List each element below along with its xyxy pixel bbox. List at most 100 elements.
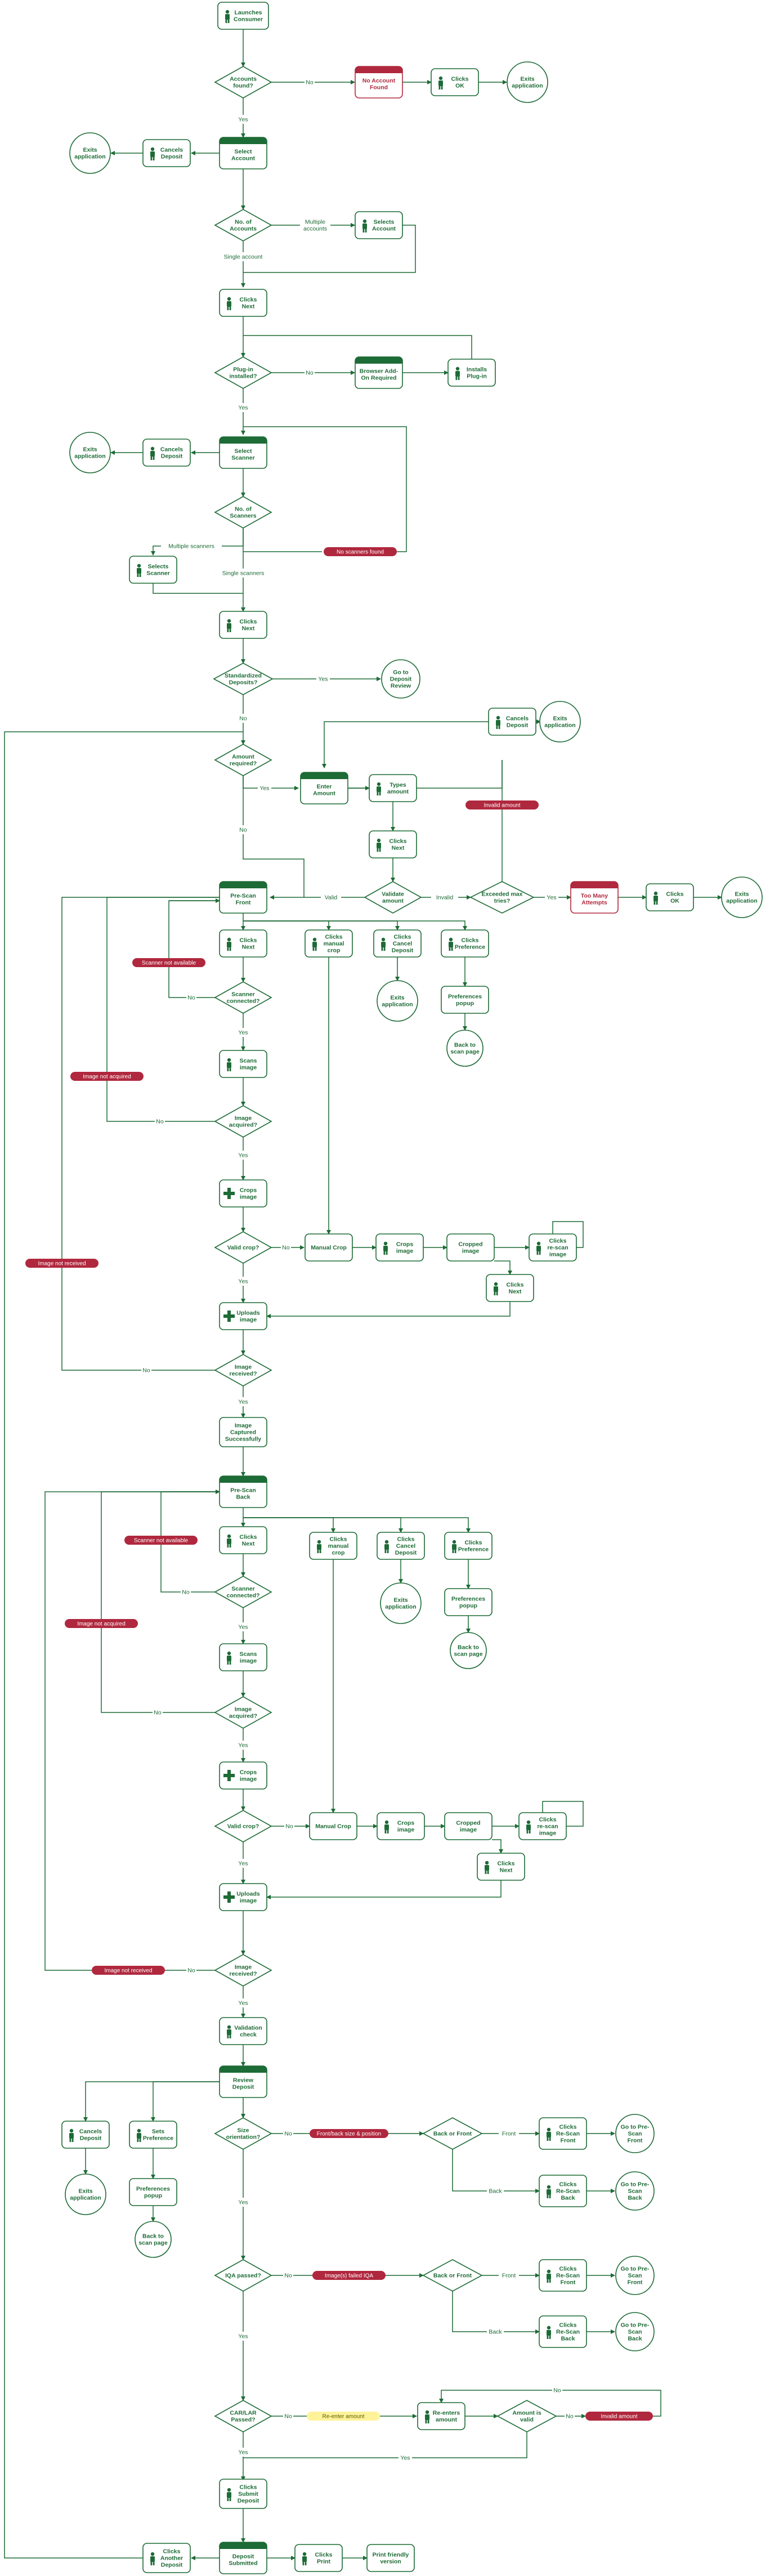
tag-text: Image(s) failed IQA [325, 2273, 373, 2279]
edge-label-no: No [283, 2271, 293, 2280]
node-label: Yes [547, 895, 556, 901]
connector [439, 2390, 661, 2417]
node-browser-addon: Browser Add-On Required [355, 356, 403, 389]
edge-label-no: No [283, 2412, 293, 2421]
edge-label-yes: Yes [236, 2332, 250, 2341]
tag-scanner-not-available-f: Scanner not available [132, 958, 205, 967]
connector [61, 897, 220, 1371]
decision-valid-crop-f: Valid crop? [214, 1231, 272, 1264]
connector [243, 1517, 471, 1533]
edge-label-yes: Yes [316, 674, 330, 683]
person-icon [449, 937, 453, 951]
node-label: Yes [400, 2455, 410, 2462]
node-label: Back or Front [433, 2131, 472, 2137]
node-label: Yes [238, 1030, 248, 1036]
node-label: No [284, 2413, 292, 2420]
edge-label-invalid: Invalid [431, 893, 458, 902]
person-icon [377, 838, 381, 852]
node-label: No [284, 2273, 292, 2279]
node-label: No [306, 370, 314, 377]
edge-label-no: No [305, 368, 315, 377]
edge-label-yes: Yes [236, 2198, 250, 2207]
plus-cross-icon [223, 1770, 235, 1781]
edge-label-yes: Yes [236, 1622, 250, 1631]
connector [243, 335, 472, 359]
person-icon [547, 2185, 551, 2198]
connector [83, 2081, 220, 2122]
node-label: Yes [238, 1399, 248, 1406]
node-label: Front [502, 2131, 516, 2137]
node-label: No [154, 1710, 162, 1716]
connector [266, 1302, 511, 1318]
decision-iqa-passed: IQA passed? [214, 2259, 272, 2292]
connector [243, 920, 400, 931]
connector [44, 1491, 220, 1971]
person-icon [653, 891, 658, 905]
edge-label-no: No [141, 1366, 151, 1375]
decision-back-or-front-2: Back or Front [422, 2259, 483, 2292]
edge-label-no: No [238, 714, 248, 723]
person-icon [384, 1540, 389, 1553]
person-icon [137, 2128, 141, 2142]
tag-text: Invalid amount [484, 803, 520, 809]
node-label: No [156, 1119, 164, 1125]
tag-invalid-amount-1: Invalid amount [465, 800, 539, 810]
person-icon [69, 2128, 74, 2142]
node-label: Yes [238, 1278, 248, 1285]
tag-text: Re-enter amount [322, 2414, 364, 2420]
connector [168, 900, 220, 998]
edge-label-yes: Yes [236, 115, 250, 124]
node-label: Yes [238, 2199, 248, 2206]
